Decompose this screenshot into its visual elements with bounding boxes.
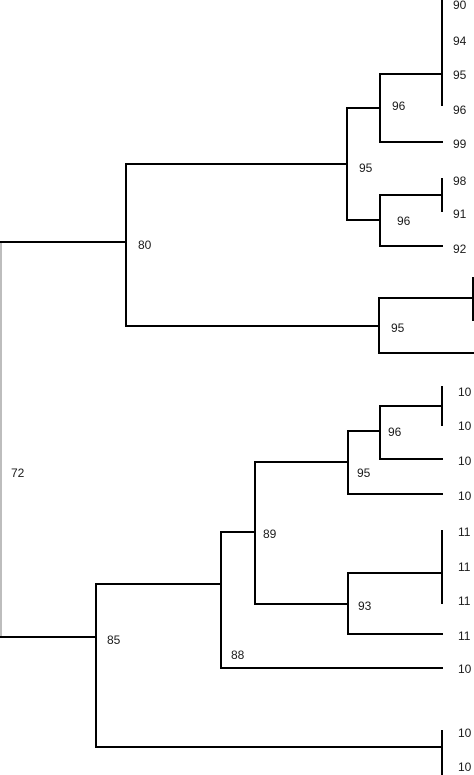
tip-label: 92 bbox=[453, 242, 467, 256]
support-label: 96 bbox=[392, 99, 406, 113]
support-label: 96 bbox=[397, 214, 411, 228]
tip-label: 99 bbox=[453, 137, 467, 151]
tip-label: 90 bbox=[453, 0, 467, 12]
tip-label: 10 bbox=[458, 419, 472, 433]
tip-label: 94 bbox=[453, 34, 467, 48]
tip-label: 96 bbox=[453, 103, 467, 117]
tip-label: 10 bbox=[458, 726, 472, 740]
support-label: 95 bbox=[391, 321, 405, 335]
support-label: 95 bbox=[357, 466, 371, 480]
support-label: 89 bbox=[263, 527, 277, 541]
tip-label: 10 bbox=[458, 760, 472, 774]
tip-label: 11 bbox=[458, 560, 471, 574]
support-values: 72 80 95 96 96 95 85 88 89 95 96 93 bbox=[11, 99, 411, 662]
tip-label: 98 bbox=[453, 174, 467, 188]
support-label: 95 bbox=[359, 161, 373, 175]
tip-label: 10 bbox=[458, 385, 472, 399]
tip-label: 95 bbox=[453, 68, 467, 82]
support-label: 93 bbox=[358, 599, 372, 613]
tip-label: 10 bbox=[458, 454, 472, 468]
support-label: 80 bbox=[138, 238, 152, 252]
tip-label: 10 bbox=[458, 489, 472, 503]
support-label: 96 bbox=[388, 425, 402, 439]
support-label: 85 bbox=[107, 633, 121, 647]
tip-label: 10 bbox=[458, 662, 472, 676]
tip-labels: 90 94 95 96 99 98 91 92 10 10 10 10 11 1… bbox=[453, 0, 472, 774]
tip-label: 91 bbox=[453, 207, 467, 221]
support-label: 72 bbox=[11, 466, 25, 480]
tip-label: 11 bbox=[458, 525, 471, 539]
tip-label: 11 bbox=[458, 594, 471, 608]
tip-label: 11 bbox=[458, 629, 471, 643]
support-label: 88 bbox=[231, 648, 245, 662]
